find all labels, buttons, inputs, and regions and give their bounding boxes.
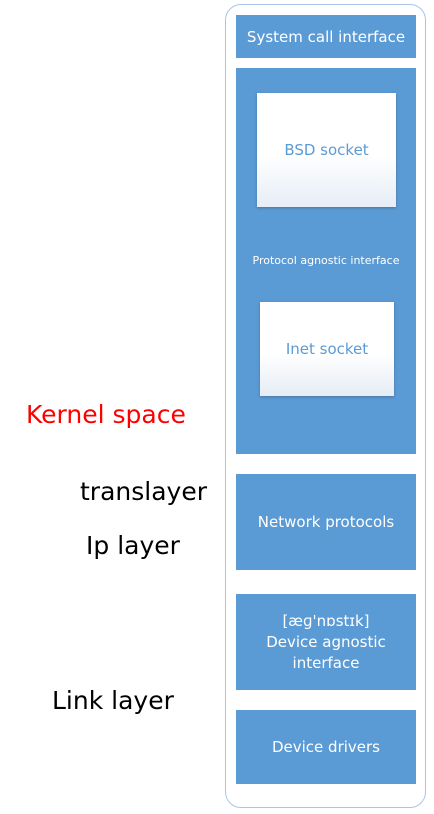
device-drivers-block: Device drivers xyxy=(236,710,416,784)
system-call-interface-label: System call interface xyxy=(246,27,406,46)
device-agnostic-line2: interface xyxy=(292,653,360,672)
ip-layer-label: Ip layer xyxy=(86,531,180,560)
translayer-label: translayer xyxy=(80,477,207,506)
device-agnostic-line1: Device agnostic xyxy=(266,632,386,651)
bsd-socket-label: BSD socket xyxy=(284,141,369,159)
system-call-interface-block: System call interface xyxy=(236,15,416,58)
inet-socket-label: Inet socket xyxy=(285,340,369,358)
protocol-agnostic-interface-block: BSD socket Protocol agnostic interface I… xyxy=(236,68,416,454)
protocol-agnostic-interface-label: Protocol agnostic interface xyxy=(252,254,400,267)
device-agnostic-interface-block: [æɡ'nɒstɪk] Device agnostic interface xyxy=(236,594,416,690)
network-protocols-block: Network protocols xyxy=(236,474,416,570)
device-agnostic-phonetic: [æɡ'nɒstɪk] xyxy=(282,611,370,630)
bsd-socket-box: BSD socket xyxy=(257,93,396,207)
device-agnostic-text: [æɡ'nɒstɪk] Device agnostic interface xyxy=(266,611,386,674)
inet-socket-box: Inet socket xyxy=(260,302,394,396)
device-drivers-label: Device drivers xyxy=(271,738,380,756)
link-layer-label: Link layer xyxy=(52,686,174,715)
kernel-space-label: Kernel space xyxy=(26,400,186,429)
network-protocols-label: Network protocols xyxy=(257,513,395,531)
